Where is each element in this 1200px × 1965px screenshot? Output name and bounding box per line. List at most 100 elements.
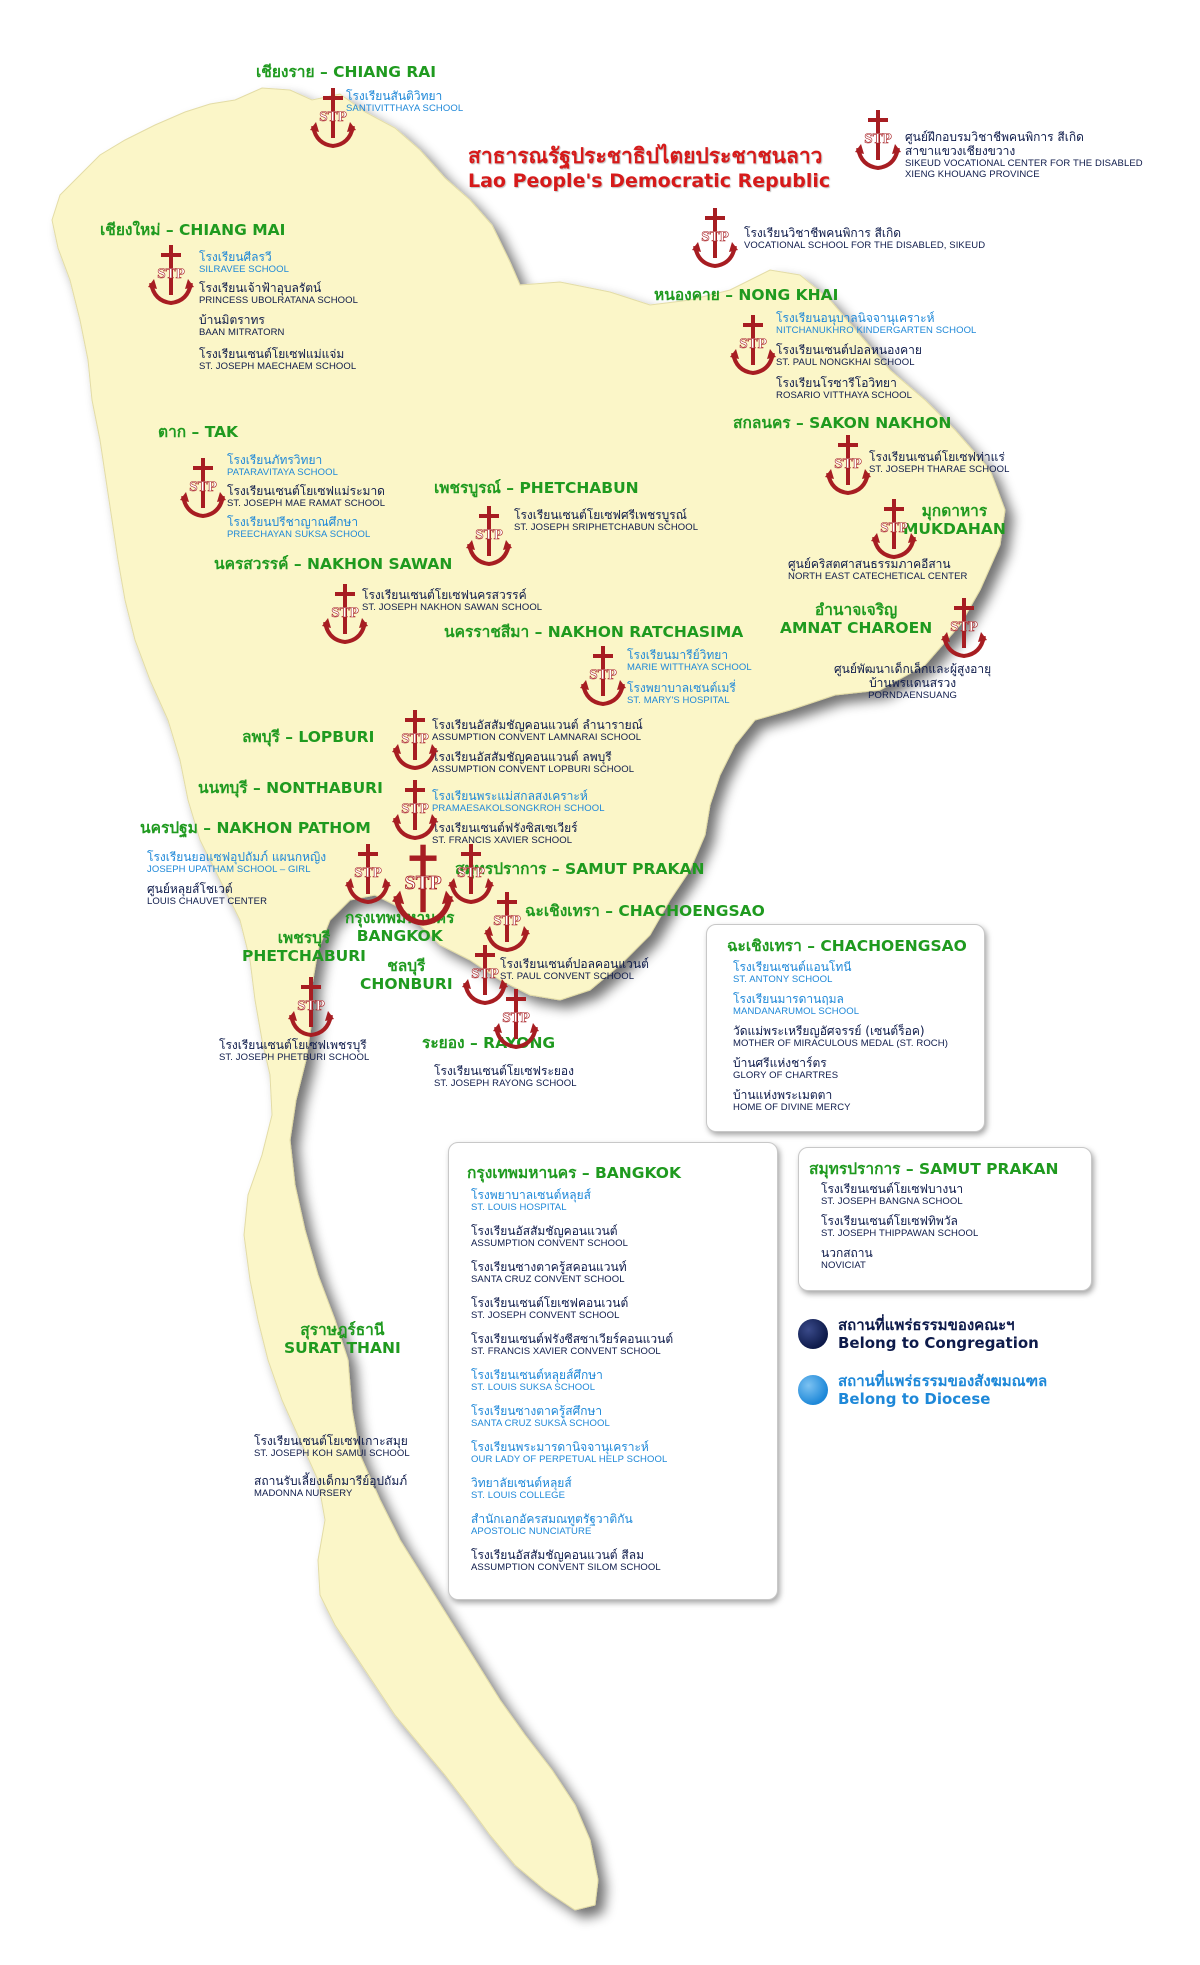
legend-diocese: สถานที่แพร่ธรรมของสังฆมณฑล Belong to Dio…: [838, 1372, 1047, 1408]
inst-phetburi: โรงเรียนเซนต์โยเซฟเพชรบุรีST. JOSEPH PHE…: [219, 1038, 370, 1063]
lao-title-english: Lao People's Democratic Republic: [468, 170, 831, 192]
region-bangkok-english: BANGKOK: [356, 926, 443, 945]
region-chonburi: ชลบุรี CHONBURI: [360, 957, 453, 994]
stp-anchor-cross-icon: STP: [692, 208, 738, 269]
box-list-item: โรงเรียนซางตาครู้สคอนแวนท์SANTA CRUZ CON…: [471, 1260, 627, 1285]
inst-st-mary-hospital: โรงพยาบาลเซนต์เมรี่ST. MARY'S HOSPITAL: [627, 681, 736, 706]
svg-text:STP: STP: [502, 1010, 530, 1026]
legend-congregation-dot: [798, 1319, 828, 1349]
legend-congregation-thai: สถานที่แพร่ธรรมของคณะฯ: [838, 1316, 1015, 1334]
region-mukdahan-english: MUKDAHAN: [903, 519, 1006, 538]
stp-anchor-cross-icon: STP: [288, 977, 334, 1038]
region-phetchaburi-thai: เพชรบุรี: [277, 929, 331, 947]
box-list-item: วิทยาลัยเซนต์หลุยส์ST. LOUIS COLLEGE: [471, 1476, 572, 1501]
region-surat-english: SURAT THANI: [284, 1338, 401, 1357]
region-chonburi-english: CHONBURI: [360, 974, 453, 993]
region-nakhon-pathom: นครปฐม – NAKHON PATHOM: [140, 819, 371, 837]
stp-anchor-cross-icon: STP: [871, 499, 917, 560]
svg-text:STP: STP: [319, 109, 347, 125]
inst-fx-nonthaburi: โรงเรียนเซนต์ฟรังซิสเซเวียร์ST. FRANCIS …: [432, 821, 578, 846]
region-nakhon-sawan: นครสวรรค์ – NAKHON SAWAN: [214, 555, 453, 573]
svg-text:STP: STP: [701, 229, 729, 245]
inst-sikeud-center: ศูนย์ฝึกอบรมวิชาชีพคนพิการ สีเกิดสาขาแขว…: [905, 130, 1143, 180]
stp-anchor-cross-icon: STP: [310, 88, 356, 149]
legend-diocese-english: Belong to Diocese: [838, 1390, 991, 1408]
inst-paul-convent: โรงเรียนเซนต์ปอลคอนแวนต์ST. PAUL CONVENT…: [500, 957, 649, 982]
inst-tharae: โรงเรียนเซนต์โยเซฟท่าแร่ST. JOSEPH THARA…: [869, 450, 1010, 475]
inst-porndaensuang: ศูนย์พัฒนาเด็กเล็กและผู้สูงอายุบ้านพรแดน…: [834, 662, 992, 701]
inst-sriphetchabun: โรงเรียนเซนต์โยเซฟศรีเพชรบูรณ์ST. JOSEPH…: [514, 508, 699, 533]
region-bangkok: กรุงเทพมหานคร BANGKOK: [345, 909, 454, 946]
svg-text:STP: STP: [331, 605, 359, 621]
box-samut-prakan: สมุทรปราการ – SAMUT PRAKAN โรงเรียนเซนต์…: [798, 1147, 1092, 1291]
svg-text:STP: STP: [864, 131, 892, 147]
region-chachoengsao: ฉะเชิงเทรา – CHACHOENGSAO: [525, 902, 765, 920]
svg-text:STP: STP: [157, 266, 185, 282]
legend-diocese-thai: สถานที่แพร่ธรรมของสังฆมณฑล: [838, 1372, 1048, 1390]
inst-madonna: สถานรับเลี้ยงเด็กมารีย์อุปถัมภ์MADONNA N…: [254, 1474, 408, 1499]
thailand-outline: [51, 87, 1006, 1911]
stp-anchor-cross-icon: STP: [484, 892, 530, 953]
legend-congregation: สถานที่แพร่ธรรมของคณะฯ Belong to Congreg…: [838, 1316, 1039, 1352]
region-sakon-nakhon: สกลนคร – SAKON NAKHON: [733, 414, 952, 432]
inst-pramaesakol: โรงเรียนพระแม่สกลสงเคราะห์PRAMAESAKOLSON…: [432, 789, 605, 814]
box-list-item: โรงเรียนอัสสัมชัญคอนแวนต์ASSUMPTION CONV…: [471, 1224, 628, 1249]
stp-anchor-cross-icon: STP: [392, 780, 438, 841]
svg-text:STP: STP: [493, 913, 521, 929]
region-nonthaburi: นนทบุรี – NONTHABURI: [198, 779, 383, 797]
box-chachoengsao: ฉะเชิงเทรา – CHACHOENGSAO โรงเรียนเซนต์แ…: [706, 924, 985, 1132]
inst-silravee: โรงเรียนศีลรวีSILRAVEE SCHOOL: [199, 250, 290, 275]
stp-anchor-cross-icon: STP: [392, 844, 455, 926]
box-list-item: โรงเรียนเซนต์โยเซฟคอนเวนต์ST. JOSEPH CON…: [471, 1296, 629, 1321]
region-mukdahan: มุกดาหาร MUKDAHAN: [903, 502, 1006, 539]
svg-text:STP: STP: [950, 619, 978, 635]
box-samut-prakan-title: สมุทรปราการ – SAMUT PRAKAN: [809, 1160, 1059, 1178]
stp-anchor-cross-icon: STP: [345, 844, 391, 905]
region-chiang-mai: เชียงใหม่ – CHIANG MAI: [100, 221, 286, 239]
region-surat-thani: สุราษฎร์ธานี SURAT THANI: [284, 1321, 401, 1358]
stp-anchor-cross-icon: STP: [855, 110, 901, 171]
inst-nitchanukhro: โรงเรียนอนุบาลนิจจานุเคราะห์NITCHANUKHRO…: [776, 311, 977, 336]
region-mukdahan-thai: มุกดาหาร: [921, 502, 988, 520]
region-lopburi: ลพบุรี – LOPBURI: [242, 728, 375, 746]
region-nong-khai: หนองคาย – NONG KHAI: [654, 286, 839, 304]
region-chonburi-thai: ชลบุรี: [387, 957, 426, 975]
region-amnat-thai: อำนาจเจริญ: [814, 601, 898, 619]
stp-anchor-cross-icon: STP: [148, 245, 194, 306]
box-list-item: โรงเรียนเซนต์ฟรังซีสซาเวียร์คอนแวนต์ST. …: [471, 1332, 674, 1357]
region-tak: ตาก – TAK: [158, 423, 239, 441]
region-phetchaburi: เพชรบุรี PHETCHABURI: [242, 929, 366, 966]
inst-ac-lopburi: โรงเรียนอัสสัมชัญคอนแวนต์ ลพบุรีASSUMPTI…: [432, 750, 635, 775]
svg-text:STP: STP: [297, 998, 325, 1014]
lao-title-thai: สาธารณรัฐประชาธิปไตยประชาชนลาว: [468, 144, 823, 168]
box-list-item: วัดแม่พระเหรียญอัศจรรย์ (เซนต์ร็อค)MOTHE…: [733, 1024, 948, 1049]
svg-text:STP: STP: [475, 527, 503, 543]
svg-text:STP: STP: [834, 456, 862, 472]
svg-text:STP: STP: [404, 872, 441, 894]
region-chiang-rai: เชียงราย – CHIANG RAI: [256, 63, 437, 81]
inst-nakhon-sawan: โรงเรียนเซนต์โยเซฟนครสวรรค์ST. JOSEPH NA…: [362, 588, 543, 613]
box-bangkok: กรุงเทพมหานคร – BANGKOK โรงพยาบาลเซนต์หล…: [448, 1142, 778, 1600]
stp-anchor-cross-icon: STP: [180, 458, 226, 519]
legend-diocese-dot: [798, 1375, 828, 1405]
region-amnat-charoen: อำนาจเจริญ AMNAT CHAROEN: [780, 601, 932, 638]
svg-text:STP: STP: [457, 865, 485, 881]
region-phetchabun: เพชรบูรณ์ – PHETCHABUN: [434, 479, 639, 497]
svg-text:STP: STP: [354, 865, 382, 881]
inst-princess-ubolratana: โรงเรียนเจ้าฟ้าอุบลรัตน์PRINCESS UBOLRAT…: [199, 281, 359, 306]
